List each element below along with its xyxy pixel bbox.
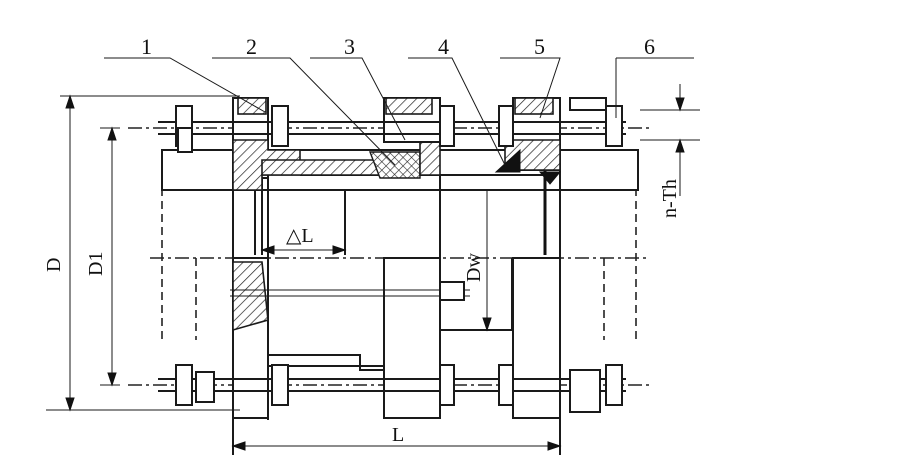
middle-flange [383, 97, 441, 419]
packing-ring [261, 139, 441, 179]
part-label-1: 1 [141, 34, 152, 59]
dim-bolt-spec: n-Th [659, 179, 681, 218]
leader-lines [104, 57, 694, 166]
dim-bolt-circle: D1 [85, 252, 107, 276]
dim-outer-diameter: D [43, 258, 65, 272]
dimension-label-group: D D1 Dw n-Th L △L [43, 179, 681, 446]
tie-bolts [158, 105, 626, 413]
part-label-5: 5 [534, 34, 545, 59]
weld-marks [494, 148, 562, 185]
part-label-group: 1 2 3 4 5 6 [141, 34, 655, 59]
dim-pipe-diameter: Dw [463, 253, 485, 282]
part-label-2: 2 [246, 34, 257, 59]
part-label-6: 6 [644, 34, 655, 59]
dim-stroke: △L [286, 225, 314, 247]
part-label-3: 3 [344, 34, 355, 59]
dim-length: L [392, 424, 404, 446]
dimension-lines [46, 84, 700, 451]
part-label-4: 4 [438, 34, 449, 59]
